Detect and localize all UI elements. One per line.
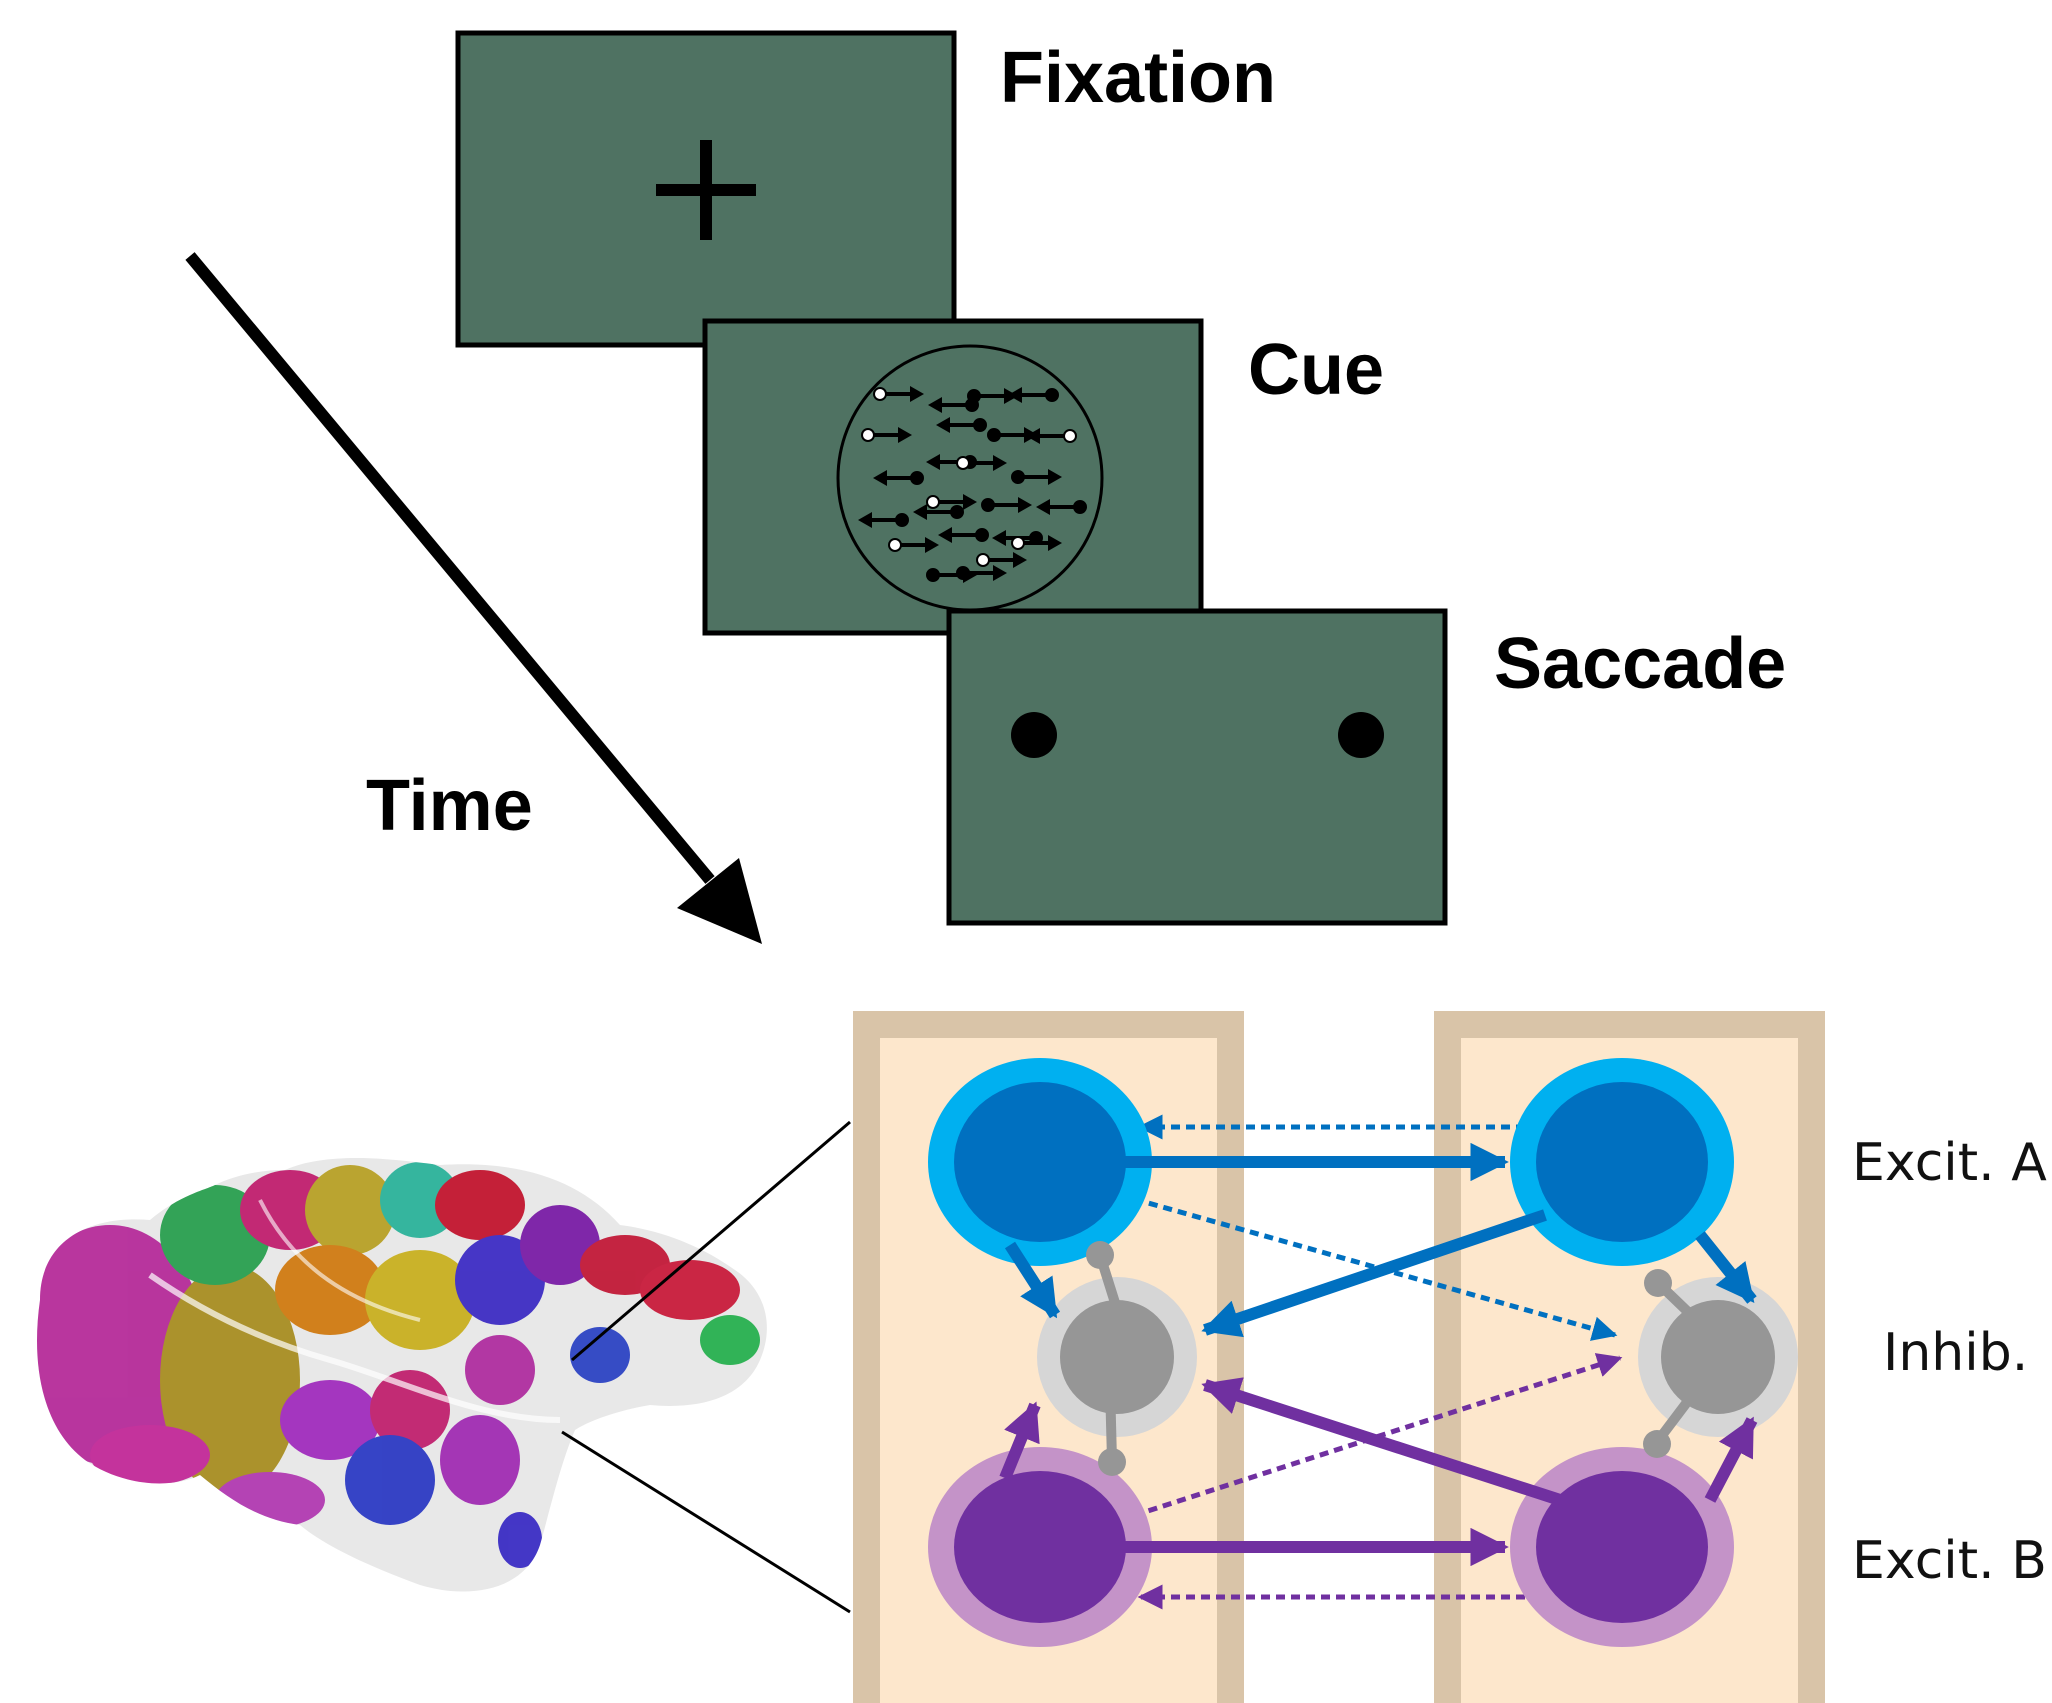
label-inhib: Inhib. <box>1883 1323 2028 1383</box>
label-excit-b: Excit. B <box>1852 1531 2047 1591</box>
motion-dot <box>1008 387 1059 403</box>
inhib-left <box>1037 1241 1197 1476</box>
arrow-a-left-to-inhib-left <box>1004 1241 1061 1319</box>
arrow-a-right-to-inhib-left <box>1201 1209 1547 1338</box>
brain-surface-icon <box>37 1120 851 1614</box>
motion-dot <box>913 504 964 520</box>
motion-dot <box>888 537 939 553</box>
dashed-a-left-to-inhib-right <box>1119 1192 1618 1341</box>
arrow-b-right-to-inhib-right <box>1704 1416 1758 1503</box>
motion-dot <box>938 527 989 543</box>
stage-label-saccade: Saccade <box>1494 624 1786 704</box>
zoom-line-upper <box>571 1120 851 1362</box>
motion-dot <box>1011 469 1062 485</box>
motion-dot <box>956 565 1007 581</box>
label-excit-a: Excit. A <box>1852 1133 2047 1193</box>
fixation-cross-icon <box>656 140 756 240</box>
excit-a-right <box>1510 1058 1734 1266</box>
motion-dot <box>926 494 977 510</box>
saccade-target-icon <box>1011 712 1384 758</box>
motion-dot <box>1036 499 1087 515</box>
motion-dots <box>858 386 1087 583</box>
stage-label-fixation: Fixation <box>1000 38 1276 118</box>
time-arrowhead-icon <box>677 858 762 944</box>
circuit-diagram <box>853 1011 1825 1703</box>
zoom-line-lower <box>561 1430 851 1614</box>
excit-b-left <box>928 1447 1152 1647</box>
random-dot-motion-icon <box>836 344 1104 612</box>
time-arrow <box>185 252 762 944</box>
motion-dot <box>861 427 912 443</box>
excit-b-right <box>1510 1447 1734 1647</box>
screen-saccade <box>946 608 1448 926</box>
motion-dot <box>1011 535 1062 551</box>
inhib-right <box>1638 1269 1798 1458</box>
stage-label-cue: Cue <box>1248 330 1384 410</box>
motion-dot <box>936 417 987 433</box>
motion-dot <box>956 455 1007 471</box>
screen-fixation <box>455 30 957 348</box>
motion-dot <box>873 470 924 486</box>
time-label: Time <box>366 766 533 846</box>
motion-dot <box>1026 428 1077 444</box>
screen-cue <box>702 318 1204 636</box>
arrow-b-right-to-inhib-left <box>1201 1377 1562 1506</box>
motion-dot <box>858 512 909 528</box>
arrow-a-right-to-inhib-right <box>1695 1231 1757 1304</box>
motion-dot <box>976 552 1027 568</box>
arrow-b-left-to-inhib-left <box>999 1401 1041 1481</box>
motion-dot <box>873 386 924 402</box>
motion-dot <box>981 497 1032 513</box>
excit-a-left <box>928 1058 1152 1266</box>
